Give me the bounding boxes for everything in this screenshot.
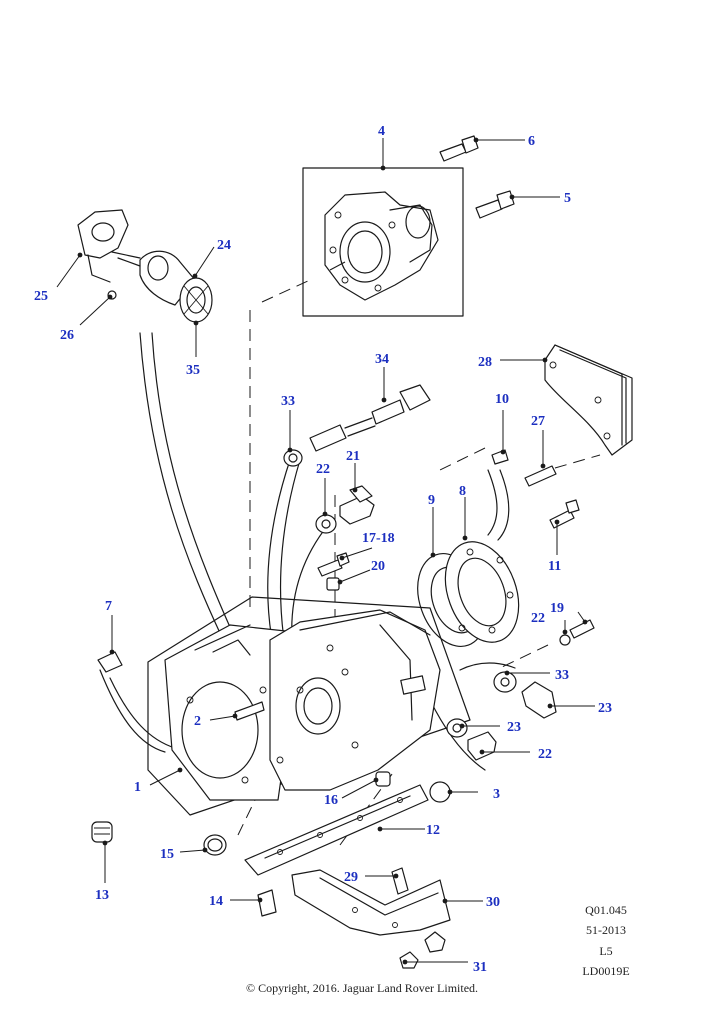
washer-part-23-top [315, 514, 337, 534]
switch-part-24 [521, 681, 557, 719]
callout-16[interactable]: 16 [324, 793, 338, 808]
bolt-part-11 [549, 499, 580, 529]
callout-2[interactable]: 2 [194, 714, 201, 729]
reference-code-1: Q01.045 [585, 903, 627, 917]
callout-10[interactable]: 10 [495, 392, 509, 407]
callout-20[interactable]: 20 [371, 559, 385, 574]
plug-part-3 [429, 781, 451, 803]
callout-25[interactable]: 24 [217, 238, 231, 253]
callout-31[interactable]: 30 [486, 895, 500, 910]
callout-21[interactable]: 22 [531, 611, 545, 626]
stud-part-28 [524, 465, 557, 487]
reference-code-2: 51-2013 [586, 923, 626, 937]
callout-13[interactable]: 13 [95, 888, 109, 903]
inset-box-part-4 [302, 167, 464, 317]
callout-labels: 4 6 5 24 25 26 35 34 28 33 10 27 21 22 8… [34, 124, 612, 975]
callout-32[interactable]: 31 [473, 960, 487, 975]
callout-5[interactable]: 5 [564, 191, 571, 206]
plug-part-13 [91, 821, 113, 843]
callout-6[interactable]: 6 [528, 134, 535, 149]
bolt-part-17-18 [317, 552, 350, 577]
transfer-case-housing-part-1 [147, 596, 471, 816]
reference-code-4: LD0019E [582, 964, 630, 978]
bracket-part-26 [77, 209, 129, 283]
cover-plate-part-29 [544, 344, 633, 456]
o-ring-part-15 [203, 834, 227, 856]
bolt-part-14 [257, 889, 277, 917]
callout-22-top[interactable]: 21 [346, 449, 360, 464]
reference-code-3: L5 [599, 944, 613, 958]
callout-17-18[interactable]: 17-18 [362, 531, 395, 546]
callout-leaders [56, 138, 595, 963]
callout-1[interactable]: 1 [134, 780, 141, 795]
washer-part-33-top [283, 449, 303, 467]
bellows-part-35 [179, 277, 213, 323]
callout-28[interactable]: 27 [531, 414, 545, 429]
callout-15[interactable]: 15 [160, 847, 174, 862]
washer-part-33-right [493, 671, 517, 693]
callout-12[interactable]: 12 [426, 823, 440, 838]
callout-11[interactable]: 11 [548, 559, 561, 574]
clip-part-7 [97, 651, 123, 673]
callout-26[interactable]: 25 [34, 289, 48, 304]
callout-23-right[interactable]: 23 [507, 720, 521, 735]
callout-3[interactable]: 3 [493, 787, 500, 802]
bolt-part-19 [569, 619, 595, 639]
routing-lines [99, 332, 516, 771]
callout-14[interactable]: 14 [209, 894, 223, 909]
washer-part-21 [559, 634, 571, 646]
callout-dots [77, 137, 588, 965]
callout-33-top[interactable]: 33 [281, 394, 295, 409]
callout-7[interactable]: 7 [105, 599, 112, 614]
washer-part-23-right [446, 718, 468, 738]
nuts-part-32 [399, 931, 446, 969]
callout-27[interactable]: 26 [60, 328, 74, 343]
callout-9[interactable]: 9 [428, 493, 435, 508]
plug-part-22-top [339, 485, 375, 525]
callout-24[interactable]: 23 [598, 701, 612, 716]
callout-8[interactable]: 8 [459, 484, 466, 499]
callout-35[interactable]: 35 [186, 363, 200, 378]
bolt-part-5 [475, 190, 515, 219]
bolt-part-6 [439, 135, 479, 162]
bolt-part-10 [491, 449, 509, 465]
callout-22-right[interactable]: 22 [538, 747, 552, 762]
callout-30[interactable]: 29 [344, 870, 358, 885]
speed-sensor-part-34 [309, 384, 431, 452]
callout-33-right[interactable]: 33 [555, 668, 569, 683]
callout-34[interactable]: 34 [375, 352, 389, 367]
callout-19[interactable]: 19 [550, 601, 564, 616]
callout-29[interactable]: 28 [478, 355, 492, 370]
guard-part-31 [291, 869, 451, 936]
dowel-part-20 [326, 577, 340, 591]
callout-23-top[interactable]: 22 [316, 462, 330, 477]
flange-part-8 [444, 541, 520, 643]
plug-part-22-right [467, 731, 497, 761]
callout-4[interactable]: 4 [378, 124, 385, 139]
copyright-notice: © Copyright, 2016. Jaguar Land Rover Lim… [245, 981, 479, 995]
bolt-part-30 [391, 867, 409, 895]
gasket-part-12 [244, 784, 429, 876]
